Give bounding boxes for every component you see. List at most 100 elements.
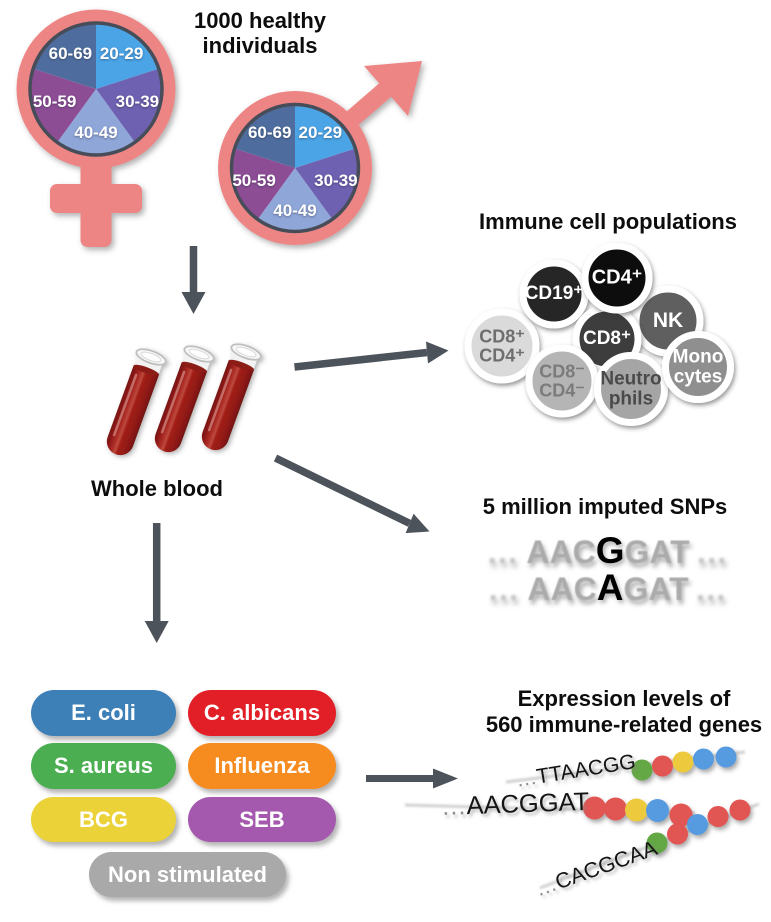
arrow-blood-to-snps — [273, 454, 430, 534]
cell-label-monocytes: Mono cytes — [672, 346, 724, 387]
read-3-dot-1 — [646, 832, 668, 854]
male-pie-label-30-39: 30-39 — [314, 171, 358, 191]
cell-label-cd8neg-cd4neg: CD8⁻ CD4⁻ — [539, 361, 585, 400]
cell-circle-monocytes — [662, 331, 734, 403]
arrow-blood-to-cells-head — [426, 341, 449, 364]
expression-read-row-2: …AACGGAT — [440, 788, 589, 822]
read-2-dot-5 — [669, 803, 693, 827]
cell-label-neutrophils: Neutro phils — [600, 368, 662, 409]
male-symbol-ring — [218, 91, 372, 245]
cell-label-cd8pos-cd4pos: CD8⁺ CD4⁺ — [479, 326, 525, 365]
snp-1-right: GAT — [624, 534, 690, 570]
male-pie-label-40-49: 40-49 — [273, 201, 317, 220]
tube-3-blood — [201, 360, 254, 451]
male-pie-slice-40-49 — [258, 168, 332, 230]
immune-cells-title: Immune cell populations — [479, 209, 737, 234]
cell-circle-cd8pos-cd4pos — [464, 308, 540, 384]
read-1-dot-5 — [715, 746, 737, 768]
male-symbol-shape — [218, 61, 422, 245]
arrow-stimuli-to-expression — [366, 768, 458, 789]
female-symbol-shape — [16, 9, 176, 247]
read-1-dot-1 — [631, 759, 653, 781]
male-pie-label-60-69: 60-69 — [247, 123, 292, 143]
tube-1-highlight — [112, 373, 138, 437]
male-symbol — [218, 61, 422, 245]
female-pie-label-40-49: 40-49 — [74, 122, 118, 142]
cell-label-cd19: CD19⁺ — [524, 283, 584, 305]
blood-tube-1 — [106, 348, 167, 456]
female-pie-slice-40-49 — [58, 89, 134, 154]
female-pie-label-30-39: 30-39 — [115, 92, 160, 112]
cohort-title: 1000 healthy individuals — [193, 8, 327, 58]
arrow-cohort-to-blood-head — [181, 292, 206, 314]
read-sequence-2: …AACGGAT — [440, 788, 589, 822]
read-2-dot-1 — [583, 796, 606, 820]
snp-1-variant: G — [595, 530, 625, 571]
female-pie-label-60-69: 60-69 — [48, 43, 93, 63]
read-2-dot-4 — [646, 799, 669, 822]
immune-cell-circles — [464, 242, 734, 426]
arrow-blood-to-cells — [294, 341, 449, 371]
whole-blood-label: Whole blood — [91, 476, 223, 501]
female-pie-outline — [28, 21, 164, 157]
tube-2-blood-surface — [181, 361, 208, 373]
tube-2-opening — [188, 348, 210, 360]
snp-1-left: AAC — [526, 534, 596, 570]
cell-circle-cd19 — [519, 259, 589, 329]
female-pie-slice-50-59 — [31, 69, 96, 142]
stimulus-pill-bcg: BCG — [31, 797, 176, 842]
tube-2-highlight — [160, 370, 186, 434]
read-dot-chain-1 — [631, 746, 737, 781]
read-dot-chain-2 — [583, 796, 693, 827]
arrow-cohort-to-blood — [181, 246, 206, 314]
tube-1-blood-surface — [133, 364, 160, 376]
male-pie-label-50-59: 50-59 — [232, 171, 276, 191]
arrow-blood-to-snps-shaft — [273, 454, 412, 527]
read-3-dot-4 — [707, 806, 729, 827]
male-pie-slice-50-59 — [232, 148, 295, 219]
read-1-dot-2 — [652, 755, 673, 777]
stimulus-pill-ecoli: E. coli — [31, 690, 176, 736]
snp-2-variant: A — [596, 567, 624, 608]
snp-2-right: GAT — [623, 571, 689, 607]
snp-2-post-ellipsis: … — [694, 571, 729, 607]
male-pie-outline — [229, 102, 361, 234]
cell-label-nk: NK — [652, 309, 684, 333]
read-3-dot-3 — [687, 814, 708, 835]
stimulus-label-nonstimulated: Non stimulated — [108, 861, 267, 887]
read-ellipsis-2: … — [440, 792, 467, 821]
snp-1-post-ellipsis: … — [695, 534, 730, 570]
female-pie-label-20-29: 20-29 — [99, 43, 144, 63]
tube-3-blood-surface — [228, 359, 255, 371]
blood-tubes — [106, 343, 262, 456]
female-age-pie — [28, 21, 164, 157]
male-age-pie — [229, 102, 361, 234]
read-3-dot-5 — [729, 799, 751, 821]
female-pie-label-50-59: 50-59 — [32, 92, 77, 112]
female-symbol-crossbar — [50, 184, 142, 213]
read-2-dot-3 — [625, 798, 648, 822]
arrow-blood-to-stimuli-head — [144, 621, 169, 643]
arrow-blood-to-stimuli — [144, 523, 169, 643]
flow-arrows — [144, 246, 458, 789]
read-dot-chains — [583, 746, 751, 854]
female-symbol-ring — [16, 9, 176, 169]
read-dot-chain-3 — [646, 799, 751, 854]
read-2-dot-2 — [604, 797, 627, 821]
stimulus-pill-calbicans: C. albicans — [188, 690, 336, 736]
stimulus-pill-saureus: S. aureus — [31, 743, 176, 789]
tube-1-opening — [140, 351, 162, 363]
stimulus-label-influenza: Influenza — [214, 753, 310, 778]
male-pie-slice-60-69 — [236, 106, 295, 168]
female-symbol — [16, 9, 176, 247]
blood-tube-2 — [154, 345, 215, 453]
cell-circle-cd4 — [581, 242, 653, 314]
snp-1-pre-ellipsis: … — [486, 534, 521, 570]
arrow-stimuli-to-expression-head — [433, 768, 458, 789]
stimulus-label-bcg: BCG — [79, 806, 128, 832]
cell-circle-neutrophils — [594, 352, 668, 426]
arrow-blood-to-cells-shaft — [294, 348, 428, 371]
